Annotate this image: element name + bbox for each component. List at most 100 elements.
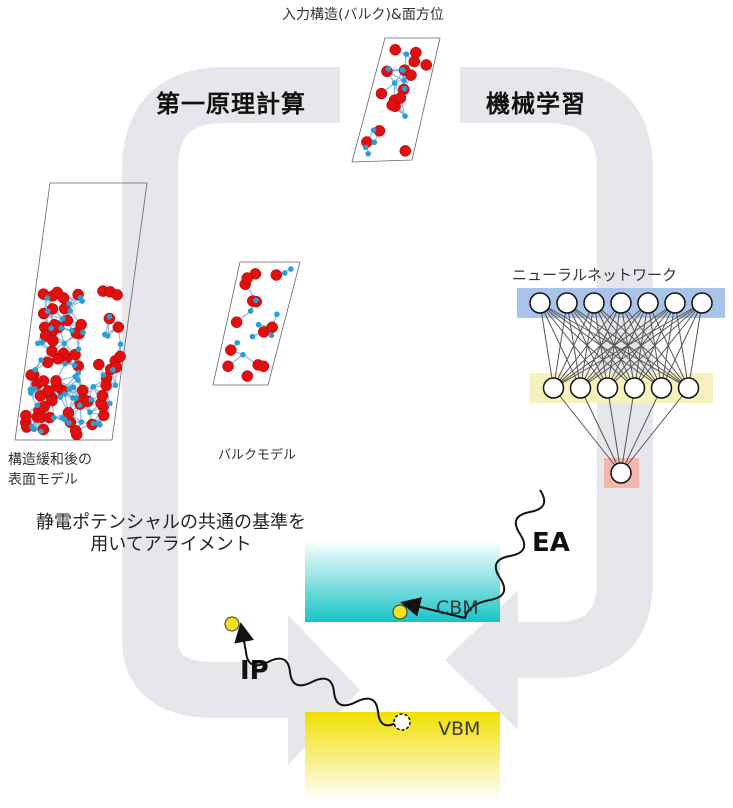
- nn-node: [623, 377, 646, 399]
- atom-small: [100, 372, 107, 378]
- atom-large: [41, 356, 54, 369]
- dft-label: 第一原理計算: [156, 90, 306, 118]
- atom-small: [253, 297, 259, 304]
- atom-small: [38, 357, 44, 363]
- atom-small: [48, 325, 54, 332]
- atom-small: [34, 402, 40, 409]
- nn-edge: [661, 302, 703, 389]
- atom-small: [371, 139, 378, 146]
- atom-large: [50, 375, 62, 387]
- atom-large: [111, 289, 123, 301]
- atom-large: [20, 409, 32, 422]
- nn-node: [677, 377, 700, 399]
- nn-edge: [607, 302, 703, 389]
- atom-small: [110, 367, 116, 373]
- ip-label: IP: [240, 656, 269, 686]
- atom-small: [32, 367, 38, 373]
- nn-edge: [553, 302, 568, 389]
- nn-edge: [553, 302, 595, 389]
- atom-large: [420, 59, 432, 71]
- atom-large: [225, 344, 237, 356]
- atom-large: [112, 321, 125, 333]
- nn-node: [650, 377, 673, 399]
- unit-cell-outline: [351, 37, 441, 163]
- bulk-model-label: バルクモデル: [218, 448, 297, 463]
- crystal-bulk-model: [212, 261, 301, 386]
- atom-large: [389, 43, 401, 56]
- atom-small: [281, 270, 288, 276]
- cycle-arrow-right: [445, 67, 653, 730]
- atom-small: [274, 311, 280, 318]
- ml-label: 機械学習: [486, 90, 586, 118]
- atom-small: [247, 308, 254, 314]
- cbm-electron: [392, 604, 408, 620]
- atom-small: [402, 113, 408, 119]
- atom-small: [249, 333, 256, 340]
- atom-small: [80, 329, 86, 336]
- atom-small: [255, 321, 262, 328]
- nn-node: [610, 292, 632, 314]
- atom-small: [102, 331, 108, 338]
- atom-small: [401, 77, 407, 84]
- atom-small: [58, 325, 65, 331]
- atom-small: [77, 294, 84, 301]
- alignment-label: 静電ポテンシャルの共通の基準を 用いてアライメント: [36, 512, 306, 555]
- atom-small: [44, 295, 51, 301]
- atom-large: [399, 145, 412, 157]
- atom-large: [69, 424, 82, 437]
- atom-large: [386, 99, 398, 111]
- atom-large: [270, 269, 283, 281]
- unit-cell-outline: [212, 261, 301, 386]
- atom-large: [93, 358, 105, 371]
- atom-large: [37, 375, 50, 387]
- atom-small: [107, 400, 113, 407]
- atom-small: [112, 382, 119, 389]
- atom-large: [230, 316, 243, 328]
- atom-small: [90, 383, 97, 390]
- atom-large: [42, 385, 54, 397]
- atom-small: [87, 409, 93, 416]
- nn-node: [596, 377, 619, 399]
- unit-cell-outline: [14, 182, 148, 441]
- crystal-surface-model: [14, 182, 148, 441]
- atom-small: [67, 308, 74, 314]
- nn-edge: [607, 387, 622, 474]
- atom-large: [51, 286, 63, 299]
- atom-small: [234, 339, 241, 346]
- atom-large: [241, 272, 253, 284]
- atom-small: [61, 340, 68, 347]
- atom-small: [240, 351, 246, 358]
- atom-small: [362, 144, 369, 151]
- atom-large: [39, 330, 52, 342]
- nn-edge: [553, 302, 703, 389]
- atom-small: [62, 360, 68, 367]
- nn-node: [691, 292, 713, 314]
- atom-small: [57, 394, 64, 400]
- nn-node: [637, 292, 659, 314]
- nn-edge: [634, 302, 703, 389]
- atom-small: [90, 420, 97, 427]
- atom-small: [66, 420, 72, 426]
- atom-small: [44, 308, 51, 315]
- vbm-hole: [393, 713, 411, 731]
- nn-edge: [620, 387, 662, 474]
- atom-small: [401, 85, 408, 92]
- atom-small: [78, 419, 85, 425]
- ip-electron: [224, 616, 240, 632]
- cbm-label: CBM: [436, 597, 479, 619]
- nn-edge: [620, 387, 689, 474]
- nn-edge: [620, 387, 635, 474]
- atom-small: [288, 266, 294, 272]
- atom-small: [385, 66, 392, 72]
- nn-edge: [553, 302, 622, 389]
- atom-large: [96, 389, 109, 402]
- atom-small: [34, 340, 41, 347]
- atom-small: [61, 416, 68, 423]
- nn-node: [529, 292, 551, 314]
- atom-large: [52, 353, 64, 365]
- nn-edge: [553, 302, 676, 389]
- atom-large: [408, 55, 421, 68]
- atom-small: [365, 150, 371, 157]
- atom-small: [370, 127, 377, 133]
